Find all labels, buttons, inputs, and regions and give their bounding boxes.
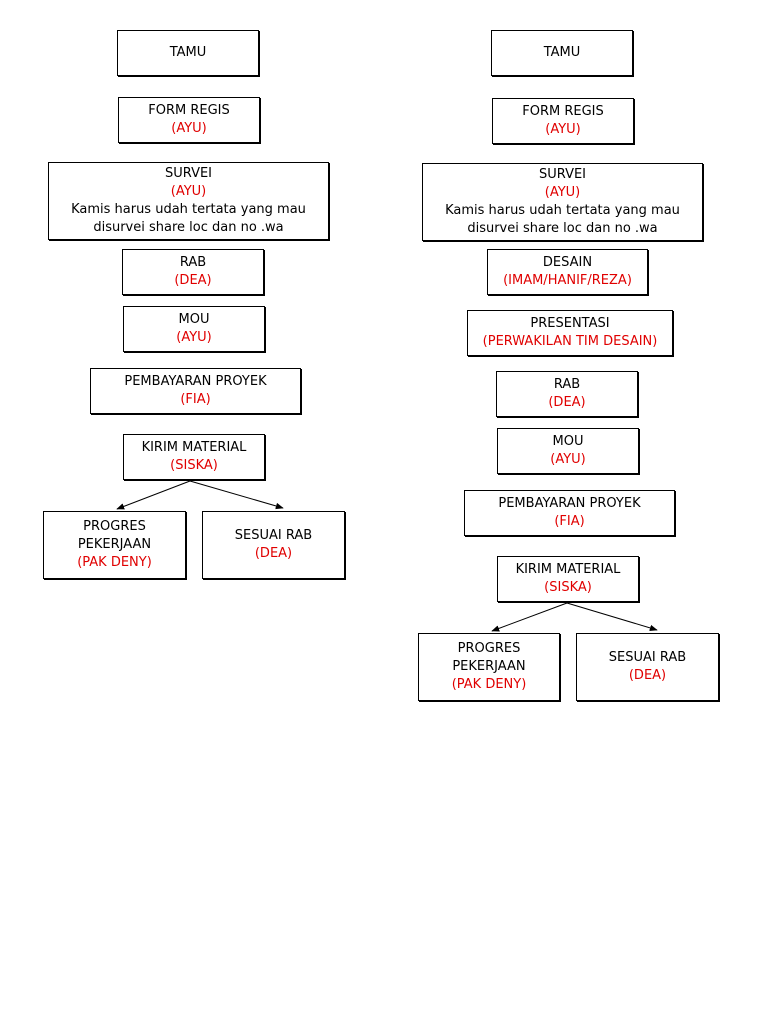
left-tamu-title: TAMU [169,45,207,60]
right-survei-box: SURVEI (AYU) Kamis harus udah tertata ya… [422,163,703,241]
left-pembayaran-box: PEMBAYARAN PROYEK (FIA) [90,368,301,414]
left-progres-box: PROGRES PEKERJAAN (PAK DENY) [43,511,186,579]
left-arrow-to-progres [116,480,191,510]
left-kirim-material-title: KIRIM MATERIAL [141,440,247,455]
left-rab-box: RAB (DEA) [122,249,264,295]
right-kirim-material-title: KIRIM MATERIAL [515,562,621,577]
left-form-regis-assignee: (AYU) [171,121,207,136]
right-sesuai-rab-assignee: (DEA) [628,668,667,683]
left-pembayaran-assignee: (FIA) [180,392,211,407]
right-sesuai-rab-title: SESUAI RAB [608,650,687,665]
left-arrow-to-sesuai-rab [189,480,284,510]
right-survei-note-line-1: Kamis harus udah tertata yang mau [445,203,680,218]
right-rab-title: RAB [553,377,581,392]
right-arrow-to-sesuai-rab [566,602,658,631]
left-form-regis-box: FORM REGIS (AYU) [118,97,260,143]
left-sesuai-rab-title: SESUAI RAB [234,528,313,543]
right-rab-box: RAB (DEA) [496,371,638,417]
right-kirim-material-assignee: (SISKA) [544,580,592,595]
left-survei-assignee: (AYU) [170,184,207,199]
right-tamu-title: TAMU [543,45,581,60]
right-mou-assignee: (AYU) [550,452,586,467]
left-sesuai-rab-box: SESUAI RAB (DEA) [202,511,345,579]
left-pembayaran-title: PEMBAYARAN PROYEK [124,374,267,389]
right-survei-assignee: (AYU) [544,185,581,200]
left-progres-title-line-1: PROGRES [83,519,146,534]
right-form-regis-title: FORM REGIS [522,104,604,119]
right-desain-box: DESAIN (IMAM/HANIF/REZA) [487,249,648,295]
right-progres-assignee: (PAK DENY) [451,677,527,692]
right-arrow-to-progres [491,602,568,632]
right-form-regis-assignee: (AYU) [545,122,581,137]
right-sesuai-rab-box: SESUAI RAB (DEA) [576,633,719,701]
left-kirim-material-box: KIRIM MATERIAL (SISKA) [123,434,265,480]
left-survei-box: SURVEI (AYU) Kamis harus udah tertata ya… [48,162,329,240]
left-mou-title: MOU [178,312,210,327]
right-presentasi-title: PRESENTASI [530,316,610,331]
right-progres-title-line-2: PEKERJAAN [452,659,526,674]
left-rab-title: RAB [179,255,207,270]
right-presentasi-assignee: (PERWAKILAN TIM DESAIN) [482,334,658,349]
right-presentasi-box: PRESENTASI (PERWAKILAN TIM DESAIN) [467,310,673,356]
right-desain-title: DESAIN [542,255,593,270]
left-survei-note-line-1: Kamis harus udah tertata yang mau [71,202,306,217]
right-pembayaran-assignee: (FIA) [554,514,585,529]
right-rab-assignee: (DEA) [548,395,586,410]
right-form-regis-box: FORM REGIS (AYU) [492,98,634,144]
left-rab-assignee: (DEA) [174,273,212,288]
right-mou-box: MOU (AYU) [497,428,639,474]
right-pembayaran-title: PEMBAYARAN PROYEK [498,496,641,511]
right-progres-title-line-1: PROGRES [457,641,521,656]
left-survei-note-line-2: disurvei share loc dan no .wa [93,220,284,235]
right-mou-title: MOU [552,434,584,449]
right-survei-note-line-2: disurvei share loc dan no .wa [467,221,658,236]
left-progres-assignee: (PAK DENY) [77,555,152,570]
right-survei-title: SURVEI [538,167,587,182]
left-survei-title: SURVEI [164,166,213,181]
left-kirim-material-assignee: (SISKA) [170,458,218,473]
left-tamu-box: TAMU [117,30,259,76]
right-progres-box: PROGRES PEKERJAAN (PAK DENY) [418,633,560,701]
left-progres-title-line-2: PEKERJAAN [77,537,152,552]
right-desain-assignee: (IMAM/HANIF/REZA) [503,273,632,288]
right-tamu-box: TAMU [491,30,633,76]
right-pembayaran-box: PEMBAYARAN PROYEK (FIA) [464,490,675,536]
left-mou-assignee: (AYU) [176,330,212,345]
right-kirim-material-box: KIRIM MATERIAL (SISKA) [497,556,639,602]
left-mou-box: MOU (AYU) [123,306,265,352]
left-sesuai-rab-assignee: (DEA) [254,546,293,561]
left-form-regis-title: FORM REGIS [148,103,230,118]
